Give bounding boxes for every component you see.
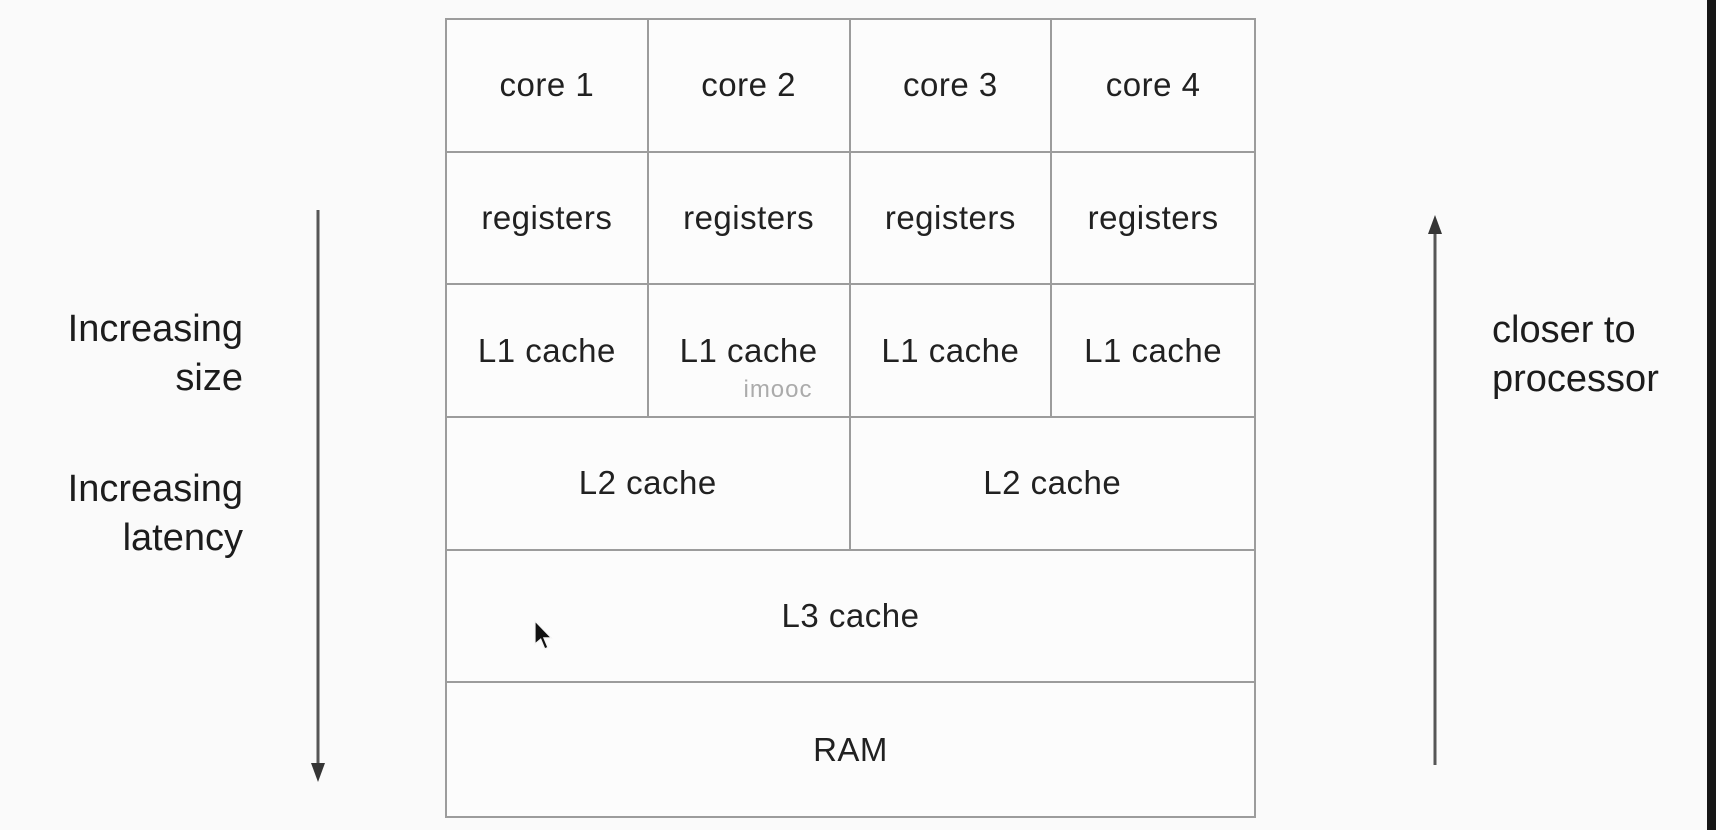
up-arrow-icon xyxy=(1427,215,1443,765)
memory-hierarchy-table: core 1 core 2 core 3 core 4 registers re… xyxy=(445,18,1256,818)
core-1-cell: core 1 xyxy=(447,20,649,153)
up-arrowhead-icon xyxy=(1428,215,1442,234)
down-arrowhead-icon xyxy=(311,763,325,782)
l1-cache-4-cell: L1 cache xyxy=(1052,285,1254,418)
l3-cache-cell: L3 cache xyxy=(447,551,1254,684)
closer-line1: closer to xyxy=(1492,309,1636,351)
registers-4-cell: registers xyxy=(1052,153,1254,286)
l2-cache-2-cell: L2 cache xyxy=(850,418,1254,551)
mouse-cursor-icon xyxy=(534,620,553,650)
down-arrow-icon xyxy=(310,210,326,782)
increasing-latency-label: Increasing latency xyxy=(40,465,243,563)
up-arrow-shaft xyxy=(1433,231,1437,765)
increasing-latency-line1: Increasing xyxy=(67,468,243,510)
closer-line2: processor xyxy=(1492,358,1659,400)
l1-cache-2-cell: L1 cache xyxy=(648,285,851,418)
screen-edge-bar xyxy=(1707,0,1716,830)
registers-2-cell: registers xyxy=(648,152,851,286)
down-arrow-shaft xyxy=(316,210,320,764)
imooc-watermark: imooc xyxy=(743,376,813,403)
core-4-cell: core 4 xyxy=(1052,20,1254,153)
closer-to-processor-label: closer to processor xyxy=(1492,306,1712,404)
l1-cache-1-cell: L1 cache xyxy=(447,285,649,418)
increasing-latency-line2: latency xyxy=(122,517,243,559)
core-3-cell: core 3 xyxy=(850,20,1053,153)
l2-cache-1-cell: L2 cache xyxy=(447,418,851,551)
increasing-size-line2: size xyxy=(175,357,243,399)
increasing-size-line1: Increasing xyxy=(67,308,243,350)
core-2-cell: core 2 xyxy=(648,20,851,153)
ram-cell: RAM xyxy=(813,730,888,768)
l1-cache-3-cell: L1 cache xyxy=(850,285,1053,418)
registers-1-cell: registers xyxy=(447,152,649,286)
increasing-size-label: Increasing size xyxy=(40,305,243,403)
registers-3-cell: registers xyxy=(850,152,1053,286)
